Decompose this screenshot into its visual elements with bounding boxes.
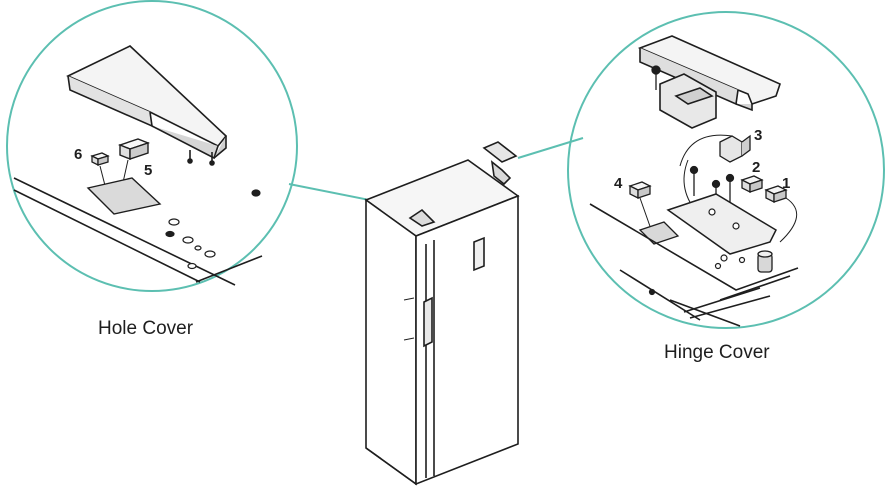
cover-screw: [651, 65, 661, 90]
hinge-cover-detail-circle: [567, 11, 885, 329]
part-3-block: [719, 134, 751, 163]
hinge-cover-connector: [517, 137, 584, 159]
cabinet-top-edge-left: [13, 177, 263, 286]
cabinet-side-panel: [365, 198, 417, 486]
hole-cover-caption: Hole Cover: [98, 318, 194, 339]
hinge-cover-detail: 3 2 1 4: [567, 11, 885, 329]
hinge-hole-opening: [638, 221, 680, 245]
door-display: [473, 236, 485, 272]
part-5-pad: [117, 138, 151, 161]
mini-hinge-cover: [482, 141, 518, 163]
callout-5: 5: [144, 162, 152, 179]
hole-cover-detail: 6 5: [6, 0, 298, 292]
door-handle: [423, 296, 433, 348]
callout-6: 6: [74, 146, 82, 163]
hole-cover-detail-circle: [6, 0, 298, 292]
hinge-cover-caption: Hinge Cover: [664, 342, 770, 363]
callout-3: 3: [754, 127, 762, 144]
callout-4: 4: [614, 175, 623, 192]
cabinet-top-edge-right: [589, 203, 799, 327]
right-fastener-holes: [648, 254, 746, 296]
hinge-cover-part: [637, 35, 781, 129]
cabinet-door: [415, 194, 519, 486]
mini-hole-cover: [408, 208, 436, 227]
callout-2: 2: [752, 159, 760, 176]
callout-1: 1: [782, 175, 790, 192]
part-2-pad: [740, 175, 764, 194]
hinge-pin: [757, 250, 773, 273]
top-fastener-holes: [165, 189, 261, 270]
hinge-plate: [666, 193, 777, 255]
part-6-pad: [90, 152, 110, 167]
part-4-pad: [628, 181, 652, 200]
hole-opening: [86, 177, 162, 215]
freezer-cabinet: [364, 141, 520, 486]
hole-cover-part: [66, 45, 228, 166]
